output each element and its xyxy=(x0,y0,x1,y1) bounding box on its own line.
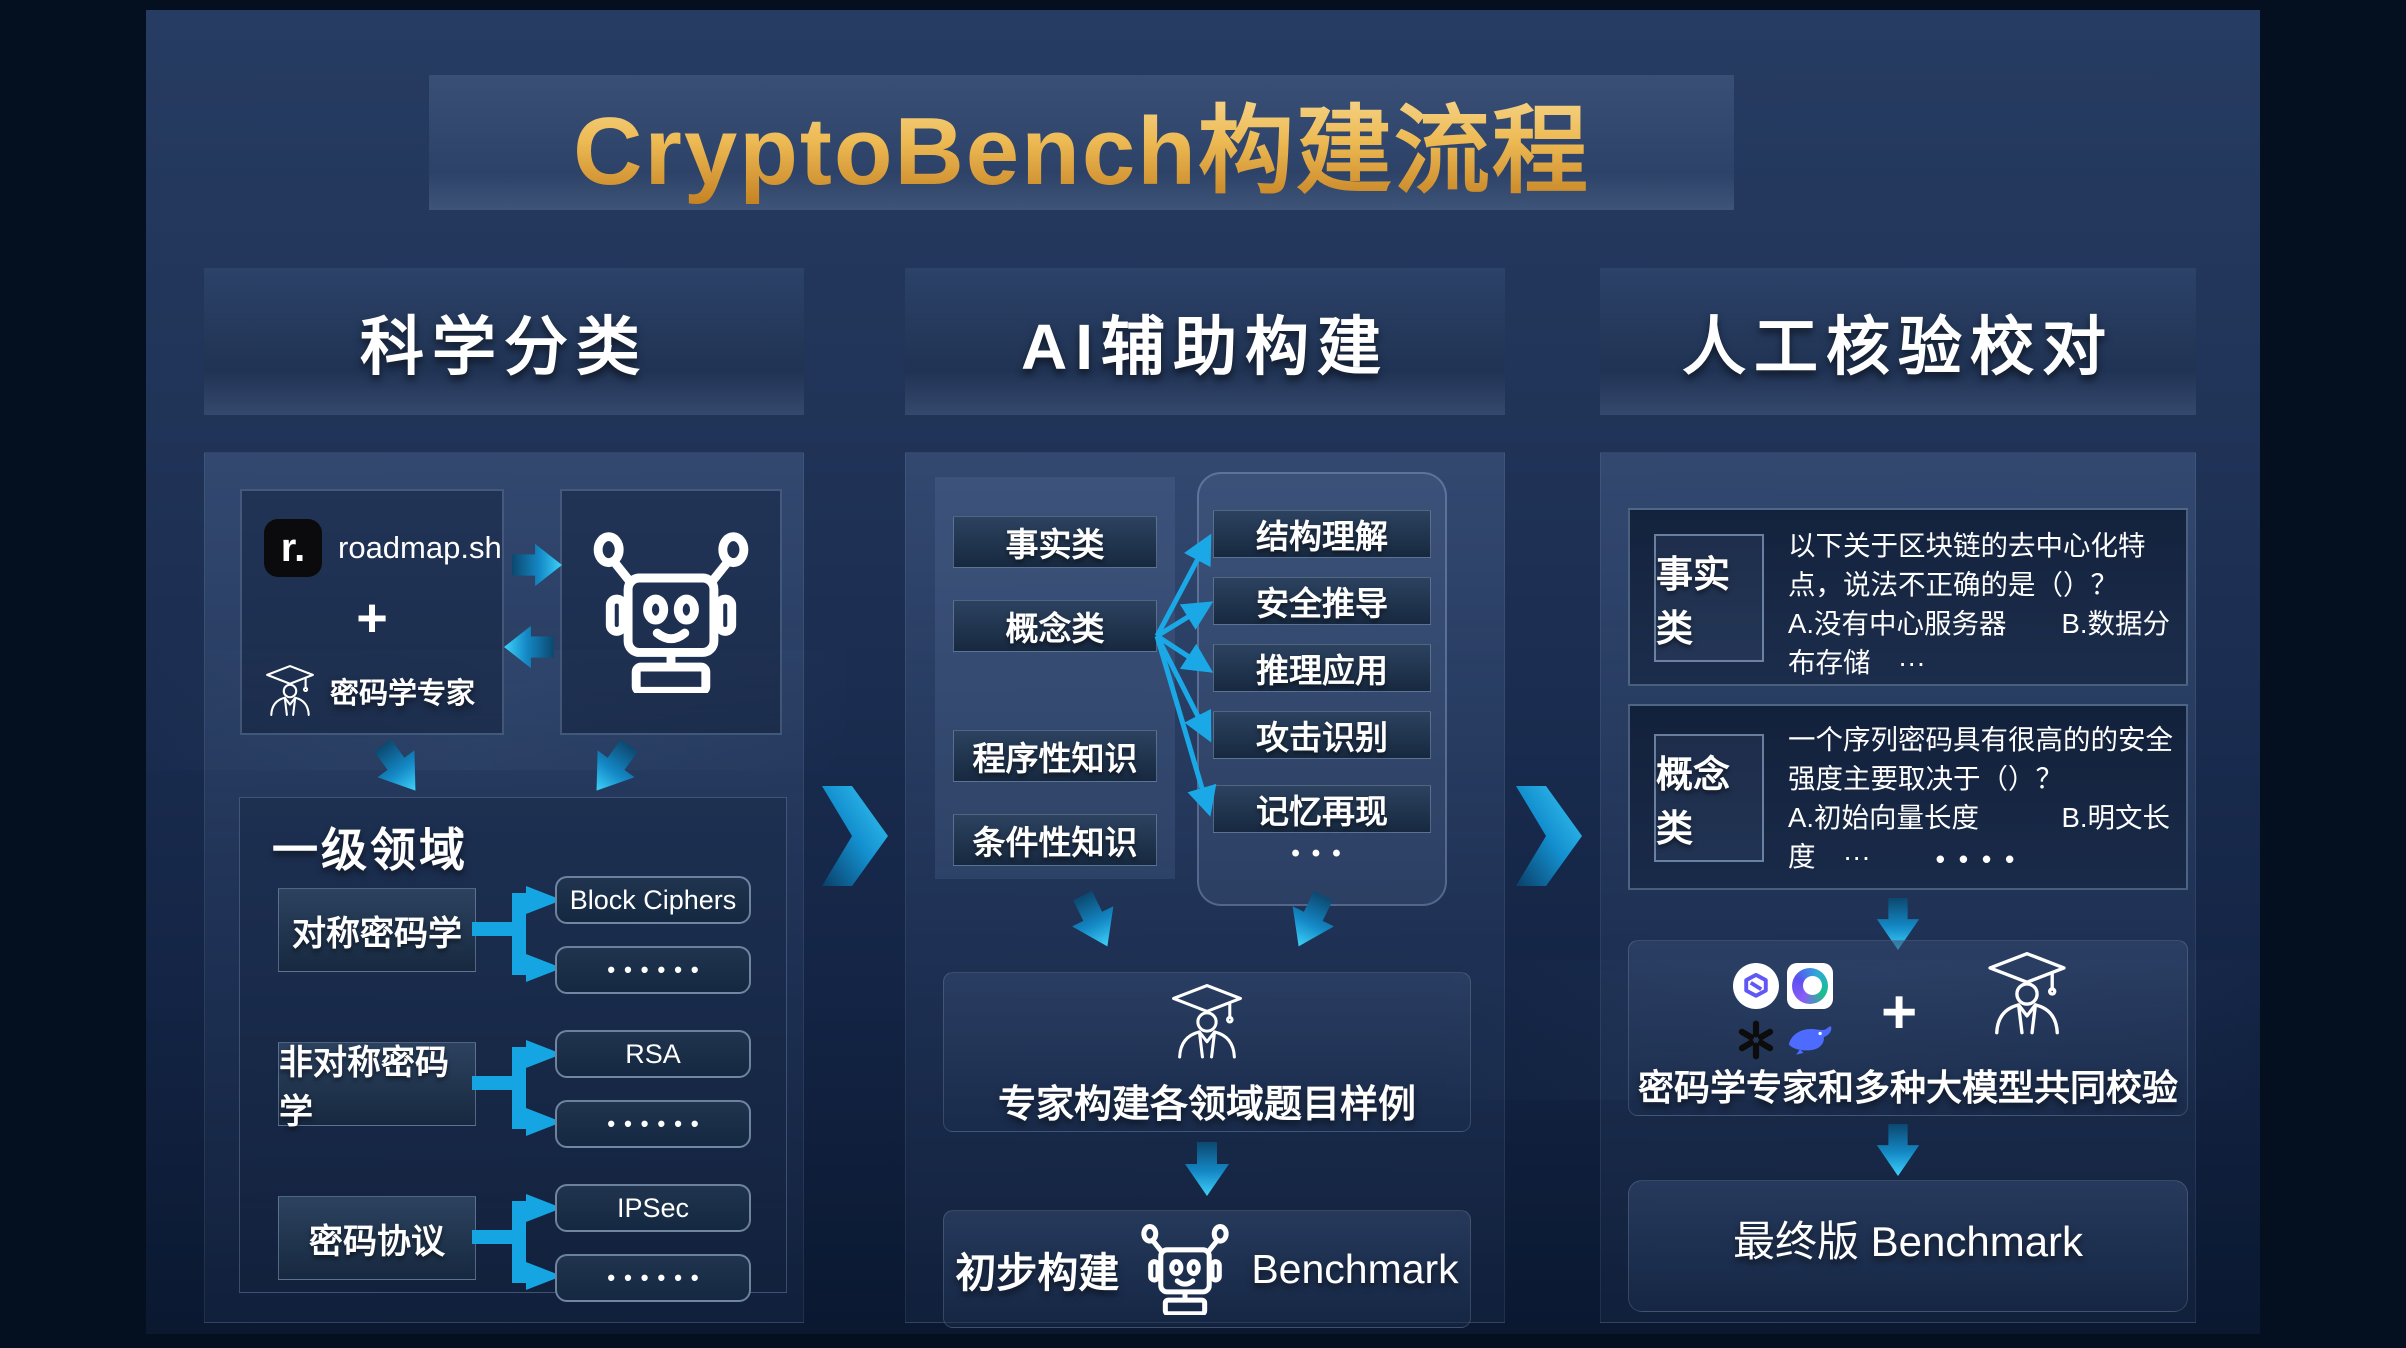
final-benchmark-label: 最终版 Benchmark xyxy=(1732,1217,2084,1265)
domain-box: 对称密码学 xyxy=(278,888,476,972)
graduate-icon xyxy=(1988,952,2066,1035)
domain-box: 密码协议 xyxy=(278,1196,476,1280)
deepseek-logo-icon xyxy=(1787,1017,1833,1063)
ability-box: 推理应用 xyxy=(1213,644,1431,692)
question-line: 一个序列密码具有很高的的安全强度主要取决于（）？ xyxy=(1788,724,2173,795)
arrow-down-icon xyxy=(1876,898,1920,950)
subdomain-more-box: •••••• xyxy=(555,946,751,994)
joint-verify-label: 密码学专家和多种大模型共同校验 xyxy=(1637,1067,2178,1108)
openai-logo-icon xyxy=(1733,1017,1779,1063)
ability-box: 安全推导 xyxy=(1213,577,1431,625)
arrow-down-icon xyxy=(1292,891,1334,947)
graduate-icon xyxy=(266,665,314,716)
question-line: 以下关于区块链的去中心化特点，说法不正确的是（）？ xyxy=(1788,530,2146,601)
arrow-down-icon xyxy=(1185,1142,1229,1196)
knowledge-type-box: 条件性知识 xyxy=(953,814,1157,866)
plus-icon: + xyxy=(356,588,388,648)
flow-chevron-icon xyxy=(1516,786,1582,886)
subdomain-box: Block Ciphers xyxy=(555,876,751,924)
arrow-down-icon xyxy=(1072,891,1114,947)
glm-logo-icon xyxy=(1787,963,1833,1009)
branch-connector-icon xyxy=(472,1194,562,1290)
robot-icon xyxy=(593,532,749,693)
example-label: 事实类 xyxy=(1654,534,1764,662)
options-line: A.没有中心服务器 B.数据分布存储 ··· xyxy=(1788,608,2170,679)
branch-connector-icon xyxy=(472,886,562,982)
knowledge-type-box: 事实类 xyxy=(953,516,1157,568)
roadmap-logo: r. xyxy=(264,519,322,577)
factual-example-box: 事实类 以下关于区块链的去中心化特点，说法不正确的是（）？ A.没有中心服务器 … xyxy=(1628,508,2188,686)
domains-panel-title: 一级领域 xyxy=(272,824,468,876)
column-header-human-review: 人工核验校对 xyxy=(1600,268,2196,415)
arrow-left-icon xyxy=(504,625,554,669)
benchmark-prefix-label: 初步构建 xyxy=(955,1250,1120,1296)
ability-box: 结构理解 xyxy=(1213,510,1431,558)
ability-box: 攻击识别 xyxy=(1213,711,1431,759)
flow-chevron-icon xyxy=(822,786,888,886)
roadmap-label: roadmap.sh xyxy=(338,530,502,565)
abilities-more-dots: ••• xyxy=(1291,840,1353,867)
roadmap-logo-glyph: r. xyxy=(280,525,306,570)
roadmap-expert-box: r. roadmap.sh + 密码学专家 xyxy=(240,489,504,735)
subdomain-more-box: •••••• xyxy=(555,1254,751,1302)
first-level-domains-panel: 一级领域 对称密码学 Block Ciphers •••••• 非对称密码学 R… xyxy=(239,797,787,1302)
example-more-dots: •••• xyxy=(1935,844,2029,874)
branch-connector-icon xyxy=(472,1040,562,1136)
expert-construct-label: 专家构建各领域题目样例 xyxy=(997,1084,1416,1126)
domain-box: 非对称密码学 xyxy=(278,1042,476,1131)
expert-label: 密码学专家 xyxy=(330,678,476,710)
arrow-down-icon xyxy=(596,739,638,791)
arrow-down-icon xyxy=(374,739,416,791)
example-question-text: 以下关于区块链的去中心化特点，说法不正确的是（）？ A.没有中心服务器 B.数据… xyxy=(1788,526,2176,682)
title-band: CryptoBench构建流程 xyxy=(429,75,1734,210)
knowledge-type-box: 概念类 xyxy=(953,600,1157,652)
llm-robot-box xyxy=(560,489,782,735)
graduate-icon xyxy=(1172,984,1242,1059)
subdomain-box: IPSec xyxy=(555,1184,751,1232)
plus-icon: + xyxy=(1881,978,1918,1047)
column-header-ai-build: AI辅助构建 xyxy=(905,268,1505,415)
expert-construct-box: 专家构建各领域题目样例 xyxy=(943,972,1471,1132)
conceptual-example-box: 概念类 一个序列密码具有很高的的安全强度主要取决于（）？ A.初始向量长度 B.… xyxy=(1628,704,2188,890)
subdomain-more-box: •••••• xyxy=(555,1100,751,1148)
joint-verify-box: + 密码学专家和多种大模型共同校验 xyxy=(1628,940,2188,1116)
page-title: CryptoBench构建流程 xyxy=(429,75,1734,210)
preliminary-benchmark-box: 初步构建 Benchmark xyxy=(943,1210,1471,1328)
example-label: 概念类 xyxy=(1654,734,1764,862)
column-header-classification: 科学分类 xyxy=(204,268,804,415)
arrow-down-icon xyxy=(1876,1124,1920,1176)
benchmark-suffix-label: Benchmark xyxy=(1251,1245,1459,1292)
options-line: A.初始向量长度 B.明文长度 ··· xyxy=(1788,802,2170,873)
qianwen-logo-icon xyxy=(1733,963,1779,1009)
example-question-text: 一个序列密码具有很高的的安全强度主要取决于（）？ A.初始向量长度 B.明文长度… xyxy=(1788,720,2176,876)
arrow-right-icon xyxy=(512,543,562,587)
ability-box: 记忆再现 xyxy=(1213,785,1431,833)
final-benchmark-box: 最终版 Benchmark xyxy=(1628,1180,2188,1312)
knowledge-type-box: 程序性知识 xyxy=(953,730,1157,782)
robot-icon xyxy=(1141,1223,1229,1315)
subdomain-box: RSA xyxy=(555,1030,751,1078)
fan-arrows-icon xyxy=(1154,533,1217,817)
